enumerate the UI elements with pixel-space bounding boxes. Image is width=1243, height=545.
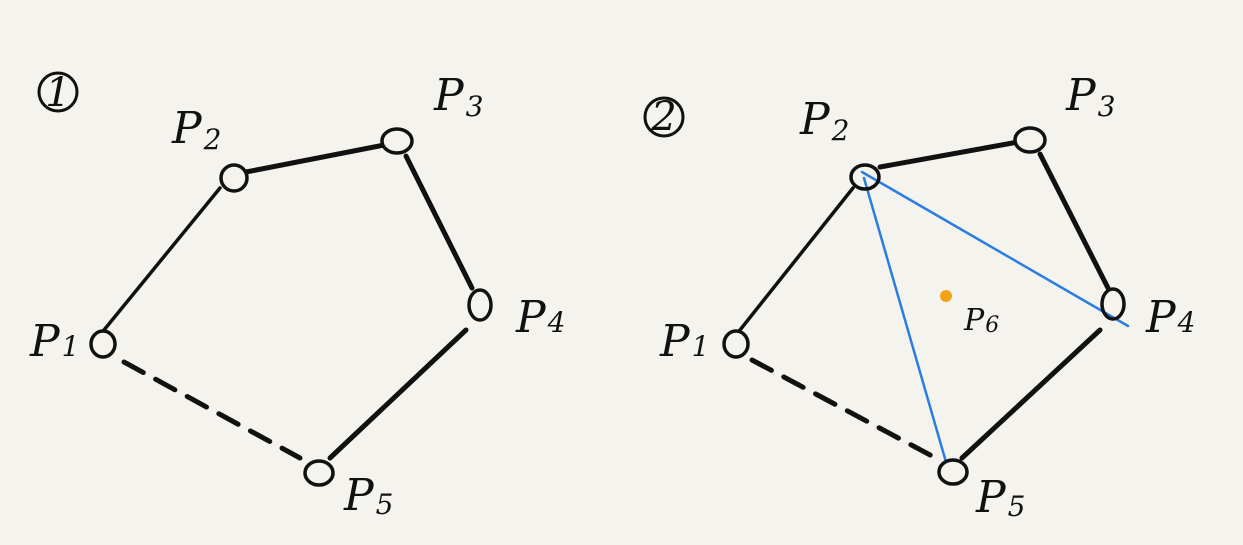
step-mark-2: 2 [643,94,685,140]
edge-p4-p5 [327,327,469,461]
panel-1: 1 P1 P2 P3 P4 P5 [29,70,565,521]
label2-p2: P2 [799,94,849,147]
vertex-p2 [219,163,249,193]
label-p1: P1 [29,316,79,367]
vertex-p1 [89,329,117,359]
edge-p5-p1-dashed [121,359,303,461]
blue-edge-p2-p5 [862,176,948,464]
label2-p1: P1 [659,316,709,367]
vertex2-p2 [849,163,881,191]
step-mark-1-text: 1 [45,70,70,116]
edge2-p1-p2 [738,186,855,332]
label2-p4: P4 [1145,292,1195,343]
step-mark-1: 1 [37,70,79,116]
edge2-p5-p1-dashed [749,357,935,459]
vertex2-p4 [1100,287,1126,321]
vertex-p4 [467,288,493,322]
label-p4: P4 [515,292,565,343]
label2-p5: P5 [975,472,1025,523]
edge-p2-p3 [243,142,387,175]
label-p2: P2 [171,103,221,156]
blue-edge-p2-p4 [860,170,1130,328]
label2-p3: P3 [1065,70,1115,123]
vertex2-p3 [1013,126,1047,154]
point-p6 [940,290,952,302]
edge2-p2-p3 [877,139,1021,170]
label-p3: P3 [433,70,483,123]
vertex2-p5 [937,458,969,486]
label-p5: P5 [343,470,393,521]
panel-2: 2 P1 P2 P3 P4 P5 P6 [643,70,1195,523]
label2-p6: P6 [963,303,999,338]
vertex2-p1 [722,329,750,359]
edge-p1-p2 [102,186,222,332]
vertex-p5 [303,459,335,487]
step-mark-2-text: 2 [650,94,676,140]
edge-p3-p4 [403,153,475,291]
edge2-p3-p4 [1037,151,1111,291]
edge2-p4-p5 [959,327,1103,461]
vertex-p3 [380,127,414,155]
